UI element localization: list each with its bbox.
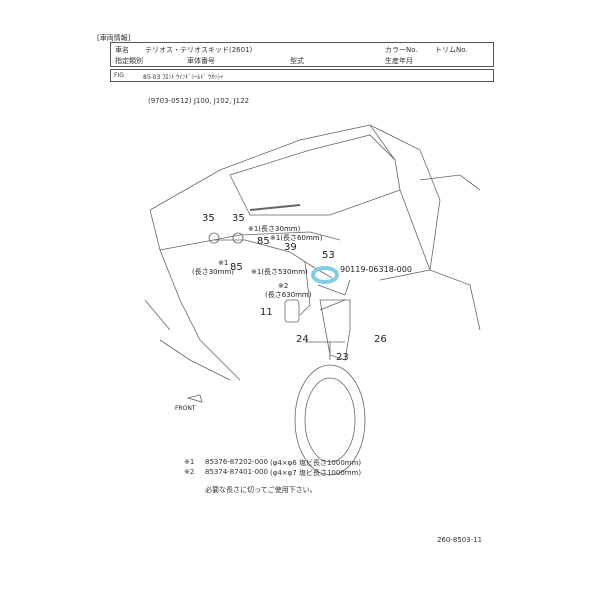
callout-24: 24 [296, 334, 309, 345]
vehicle-info-table [110, 42, 494, 67]
note-desc: (φ4×φ6 塩ビ長さ1000mm) [270, 459, 362, 467]
callout-part-number: 90119-06318-000 [340, 265, 412, 274]
note-text: 必要な長さに切ってご使用下さい。 [205, 486, 317, 494]
callout-23: 23 [336, 352, 349, 363]
callout-35: 35 [202, 213, 215, 224]
body-label: 車体番号 [187, 57, 215, 65]
note-part: 85376-87202-000 [205, 458, 268, 466]
callout-39: 39 [284, 242, 297, 253]
callout-11: 11 [260, 307, 273, 318]
applicability: (9703-0512) J100, J102, J122 [148, 97, 250, 105]
note-mark: ※1 [184, 458, 195, 466]
hose-note: ※1 [218, 259, 229, 267]
document-number: 260-8503-11 [437, 536, 483, 544]
callout-85: 85 [257, 236, 270, 247]
callout-26: 26 [374, 334, 387, 345]
type-label: 型式 [290, 57, 304, 65]
hose-note: ※1(長さ530mm) [251, 268, 308, 276]
class-label: 指定類別 [115, 57, 143, 65]
hose-note: (長さ630mm) [265, 291, 312, 299]
front-label: FRONT [175, 405, 196, 412]
fig-row [110, 69, 494, 82]
name-label: 車名 [115, 46, 129, 54]
note-mark: ※2 [184, 468, 195, 476]
hose-note: (長さ30mm) [192, 268, 235, 276]
hose-note: ※1(長さ60mm) [270, 234, 323, 242]
name-value: テリオス・テリオスキッド(2601) [145, 46, 253, 54]
date-label: 生産年月 [385, 57, 413, 65]
color-label: カラーNo. [385, 46, 418, 54]
trim-label: トリムNo. [435, 46, 468, 54]
note-part: 85374-87401-000 [205, 468, 268, 476]
section-title: [車両情報] [97, 34, 131, 42]
callout-85: 85 [230, 262, 243, 273]
callout-35: 35 [232, 213, 245, 224]
note-desc: (φ4×φ7 塩ビ長さ1000mm) [270, 469, 362, 477]
fig-label: FIG [114, 72, 124, 79]
fig-value: 85-03 ﾌﾛﾝﾄ ｳｲﾝﾄﾞｼｰﾙﾄﾞ ｳｵｯｼｬ [143, 74, 224, 81]
hose-note: ※2 [278, 282, 289, 290]
callout-53: 53 [322, 250, 335, 261]
hose-note: ※1(長さ30mm) [248, 225, 301, 233]
